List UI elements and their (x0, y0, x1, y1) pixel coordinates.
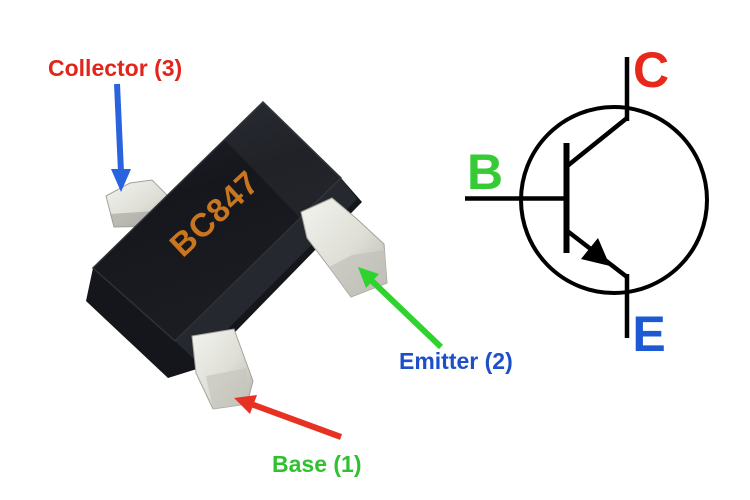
symbol-collector-letter: C (633, 42, 669, 98)
collector-arrow-head (111, 169, 131, 192)
symbol-collector-diagonal (564, 116, 629, 169)
symbol-base-letter: B (467, 144, 503, 200)
npn-symbol (465, 57, 709, 338)
annotation-arrows (111, 83, 444, 440)
emitter-arrow-head (358, 267, 379, 288)
base-arrow-head (234, 395, 257, 414)
symbol-emitter-letter: E (632, 306, 665, 362)
collector-arrow-line (114, 83, 124, 173)
base-label: Base (1) (272, 451, 362, 477)
npn-symbol-letters: C B E (467, 42, 669, 362)
base-arrow-line (249, 401, 343, 440)
transistor-photo: BC847 (86, 100, 388, 410)
package-top-face (91, 100, 343, 343)
emitter-arrow-line (369, 278, 444, 350)
package-sheen (225, 102, 341, 218)
emitter-label: Emitter (2) (399, 348, 513, 374)
collector-label: Collector (3) (48, 55, 183, 81)
symbol-emitter-arrowhead (581, 238, 610, 266)
